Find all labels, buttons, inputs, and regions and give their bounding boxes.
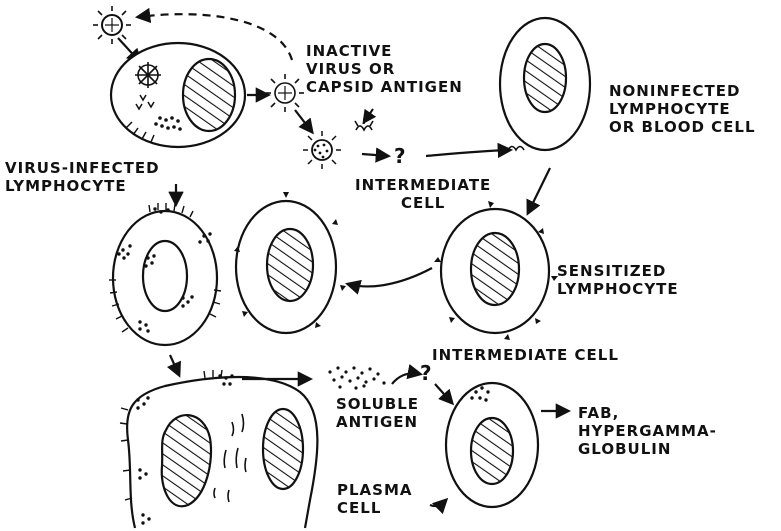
noninfected-to-sensitized-arrow xyxy=(528,168,550,213)
inactive-virus-label: INACTIVE VIRUS OR CAPSID ANTIGEN xyxy=(306,42,463,96)
question-mark-bottom: ? xyxy=(420,363,433,383)
released-virus-particle xyxy=(266,74,304,112)
virus-particle-top xyxy=(93,6,131,44)
infected-host-cell xyxy=(111,43,245,147)
plasma-label-arrow xyxy=(430,500,446,506)
antigen-to-question-arrow xyxy=(392,373,420,384)
plasma-cell xyxy=(446,383,538,507)
virus-infected-label: VIRUS-INFECTED LYMPHOCYTE xyxy=(5,159,160,195)
sensitized-label: SENSITIZED LYMPHOCYTE xyxy=(557,262,679,298)
question-to-plasma-arrow xyxy=(435,384,452,403)
sensitized-lymphocyte-right xyxy=(434,201,558,340)
soluble-antigen-label: SOLUBLE ANTIGEN xyxy=(336,395,419,431)
fab-label: FAB, HYPERGAMMA- GLOBULIN xyxy=(578,404,717,458)
to-noninfected-arrow xyxy=(426,150,510,156)
intermediate-cell-label-bottom: INTERMEDIATE CELL xyxy=(432,346,619,364)
infected-lymphocyte xyxy=(109,203,221,345)
intermediate-cell-label-top: INTERMEDIATE CELL xyxy=(355,176,491,212)
sensitized-to-left-arrow xyxy=(348,268,432,286)
noninfected-label: NONINFECTED LYMPHOCYTE OR BLOOD CELL xyxy=(609,82,756,136)
infected-to-plasma-arrow xyxy=(170,355,179,375)
capsid-fragment xyxy=(355,118,373,130)
capsid-label-arrow xyxy=(364,109,373,122)
to-dotted-virus-arrow xyxy=(295,110,312,132)
soluble-antigen-particles xyxy=(328,366,385,389)
lysing-cell xyxy=(120,370,317,528)
question-mark-top: ? xyxy=(394,146,407,166)
inactive-virus-particle xyxy=(303,131,341,169)
noninfected-cell xyxy=(500,18,590,150)
plasma-cell-label: PLASMA CELL xyxy=(337,481,413,517)
sensitized-lymphocyte-left xyxy=(234,192,346,333)
to-question-arrow xyxy=(362,154,388,156)
